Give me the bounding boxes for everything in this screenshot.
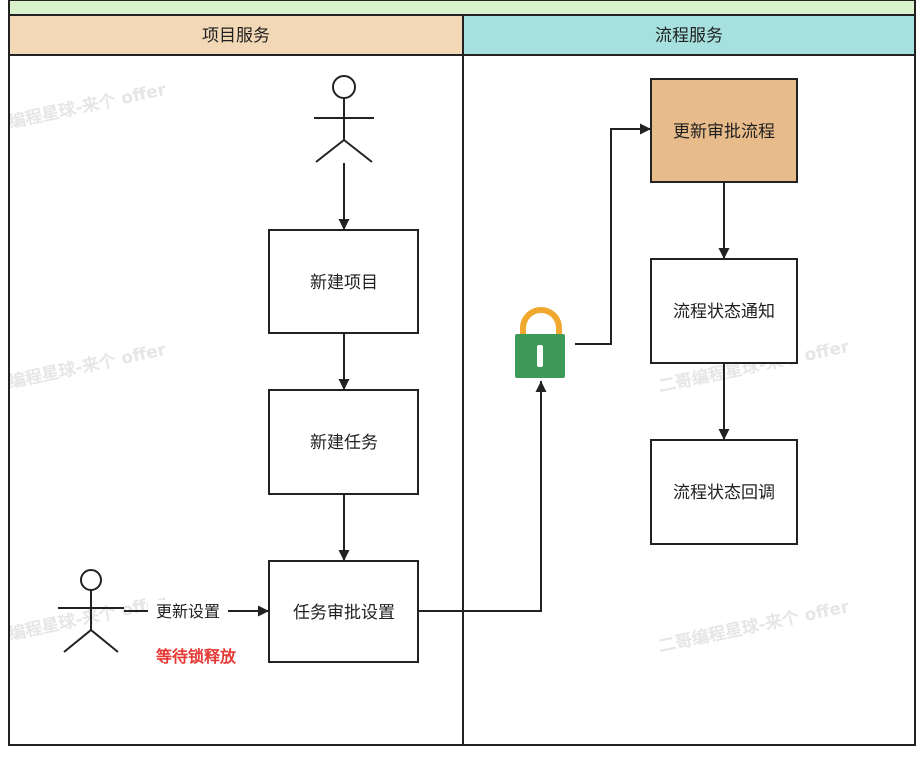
arrow-lock-to-update-flow [575, 123, 651, 345]
node-flow-status-callback-label: 流程状态回调 [673, 483, 775, 503]
lane-header-project-service [8, 14, 464, 56]
arrow-approval-setting-to-lock [419, 381, 547, 612]
watermark: 编程星球-来个 offer [7, 591, 169, 645]
node-update-approval-flow [650, 78, 798, 183]
lane-header-flow-service [462, 14, 916, 56]
node-new-task [268, 389, 419, 495]
node-task-approval-setting [268, 560, 419, 663]
watermark: 二哥编程星球-来个 offer [657, 596, 852, 657]
lane-title-project-service: 项目服务 [202, 26, 270, 46]
node-update-approval-flow-label: 更新审批流程 [673, 122, 775, 142]
node-flow-status-notify-label: 流程状态通知 [673, 302, 775, 322]
node-task-approval-setting-label: 任务审批设置 [293, 603, 395, 623]
node-flow-status-notify [650, 258, 798, 364]
lock-icon [515, 307, 565, 378]
node-new-project [268, 229, 419, 334]
lane-flow-service [462, 54, 916, 746]
node-flow-status-callback [650, 439, 798, 545]
actor-top-icon [314, 75, 374, 163]
node-new-task-label: 新建任务 [310, 433, 378, 453]
watermark: 编程星球-来个 offer [7, 339, 169, 393]
edge-label-update-setting: 更新设置 [156, 602, 220, 621]
connectors [124, 123, 730, 617]
warning-waiting-lock-release: 等待锁释放 [155, 647, 237, 666]
update-setting-label-bg [148, 600, 228, 622]
watermark: 编程星球-来个 offer [7, 79, 169, 133]
pool-header [8, 0, 916, 16]
node-new-project-label: 新建项目 [310, 273, 378, 293]
actor-left-icon [58, 569, 124, 653]
lane-title-flow-service: 流程服务 [655, 26, 723, 46]
